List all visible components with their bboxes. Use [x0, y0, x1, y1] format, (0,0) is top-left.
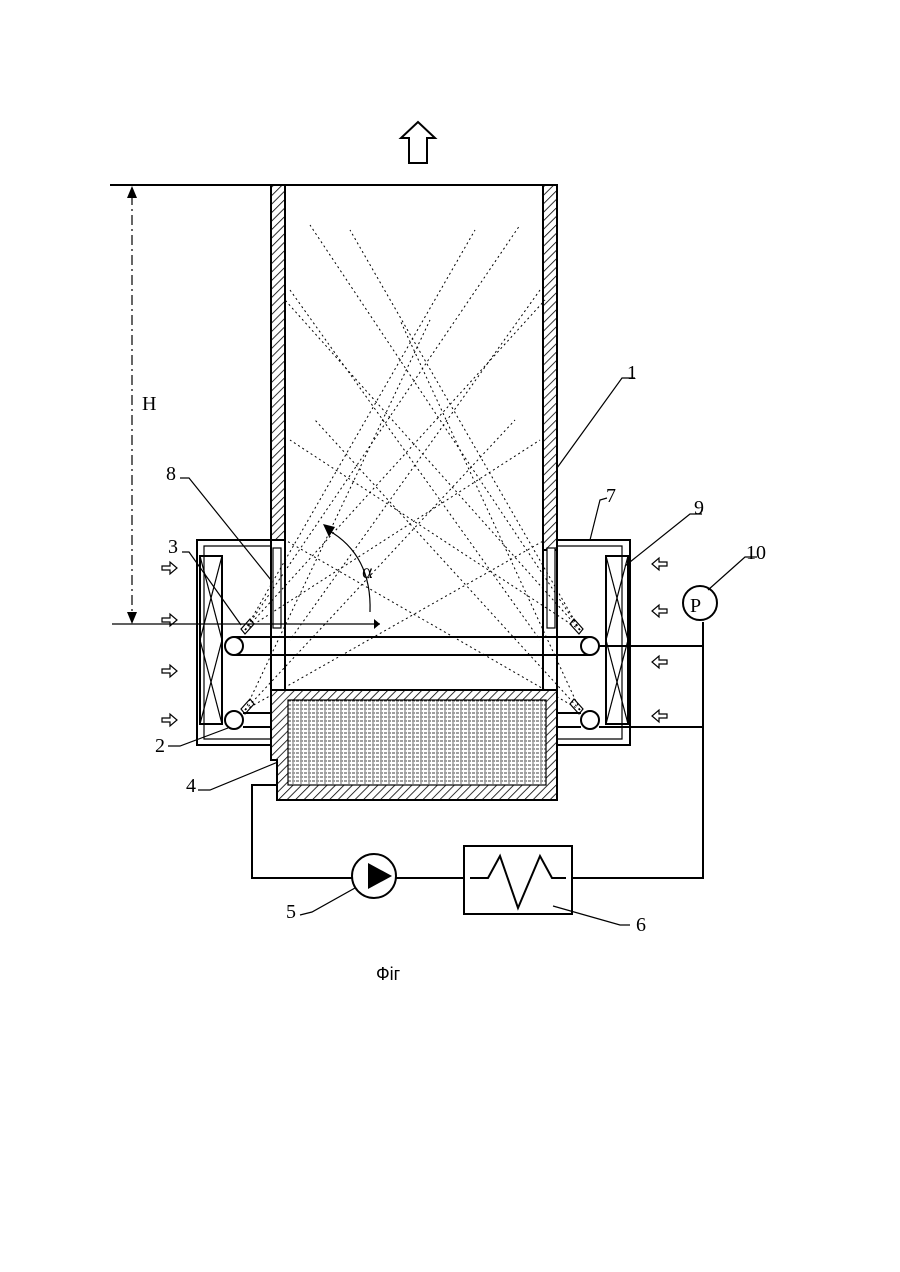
filter-right — [606, 556, 628, 724]
figure-caption: Фiг — [376, 964, 401, 984]
inflow-arrow-icon — [162, 665, 177, 677]
pump-triangle-icon — [368, 863, 392, 889]
inflow-arrow-icon — [652, 558, 667, 570]
lower-pipe-right — [581, 711, 599, 729]
label-10: 10 — [746, 542, 766, 564]
housing-left — [197, 540, 271, 745]
label-8: 8 — [166, 463, 176, 485]
inflow-arrow-icon — [162, 562, 177, 574]
label-7: 7 — [606, 485, 616, 507]
label-9: 9 — [694, 497, 704, 519]
nozzle-icon — [241, 619, 254, 634]
inflow-arrow-icon — [652, 656, 667, 668]
exhaust-arrow-icon — [401, 122, 435, 163]
angle-arrow-icon — [374, 619, 380, 629]
label-angle: α — [362, 561, 373, 583]
heat-exchanger — [464, 846, 572, 914]
slot-left — [273, 548, 281, 628]
label-1: 1 — [627, 362, 637, 384]
label-height: H — [142, 393, 156, 415]
label-6: 6 — [636, 914, 646, 936]
heat-exchanger-coil-icon — [470, 856, 566, 908]
height-arrow-bottom-icon — [127, 612, 137, 624]
slot-right — [547, 548, 555, 628]
nozzle-icon — [241, 699, 254, 714]
label-4: 4 — [186, 775, 196, 797]
upper-pipe-left — [225, 637, 243, 655]
inflow-arrow-icon — [162, 714, 177, 726]
tower-wall-left — [271, 185, 285, 540]
exchanger-to-riser — [572, 622, 703, 878]
label-3: 3 — [168, 536, 178, 558]
tower-wall-right — [543, 185, 557, 550]
label-5: 5 — [286, 901, 296, 923]
inflow-arrow-icon — [652, 605, 667, 617]
lower-pipe-left — [225, 711, 243, 729]
label-2: 2 — [155, 735, 165, 757]
upper-pipe-right — [581, 637, 599, 655]
height-arrow-top-icon — [127, 186, 137, 198]
nozzle-icon — [570, 699, 583, 714]
angle-arc-head-icon — [323, 524, 335, 537]
housing-left-inner — [204, 546, 271, 739]
filter-left — [200, 556, 222, 724]
gauge-letter: P — [690, 595, 701, 617]
housing-right — [557, 540, 630, 745]
inflow-arrow-icon — [652, 710, 667, 722]
leader-lines — [168, 378, 757, 925]
nozzle-icon — [570, 619, 583, 634]
basin-liquid — [288, 700, 546, 785]
